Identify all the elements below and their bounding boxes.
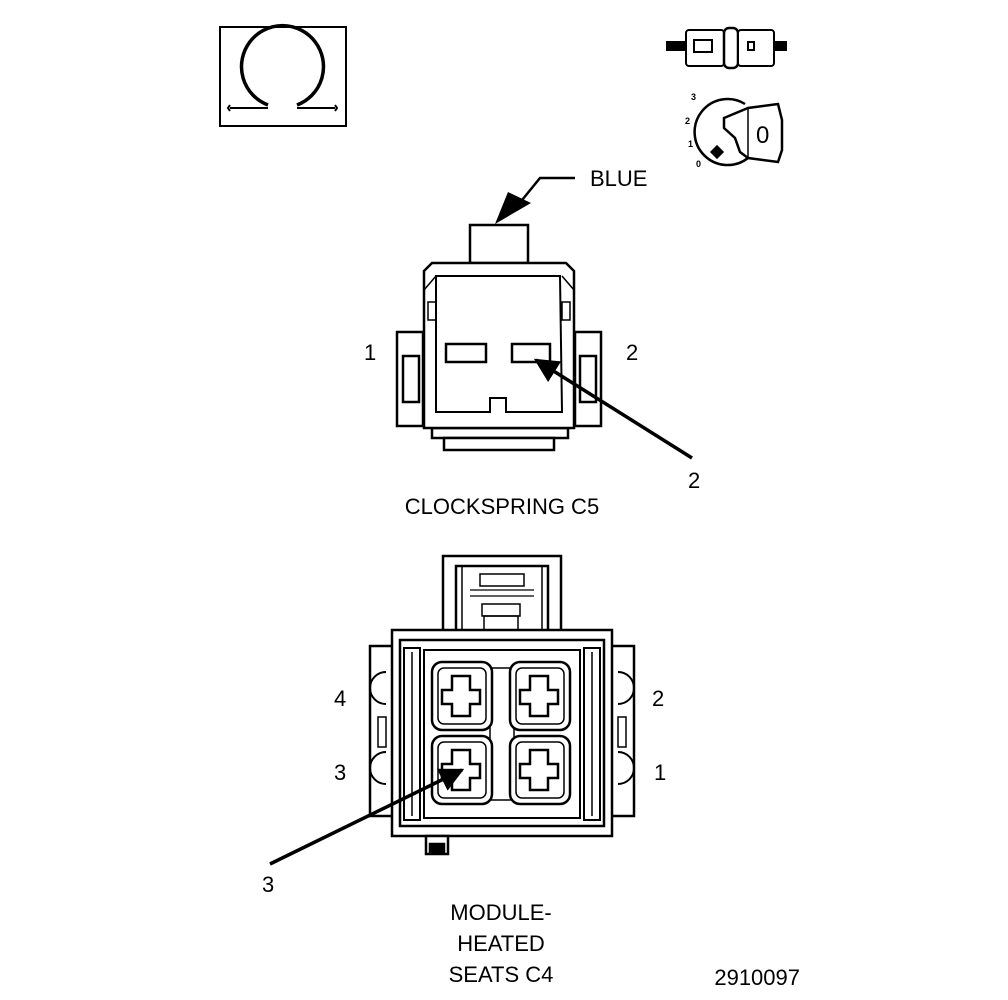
module-pin-4-label: 4	[334, 686, 346, 711]
pin-3-callout-arrow	[269, 768, 465, 866]
module-caption-line-2: HEATED	[457, 931, 545, 956]
module-pin-1-label: 1	[654, 760, 666, 785]
cavity-pin-2	[508, 660, 572, 732]
key-position-1: 1	[688, 139, 693, 149]
ignition-key-icon: 0 3 2 1 0	[685, 92, 784, 169]
connector-probe-icon	[666, 26, 787, 70]
module-callout-label: 3	[262, 872, 274, 897]
clockspring-caption: CLOCKSPRING C5	[405, 494, 599, 519]
clockspring-pin-2-label: 2	[626, 340, 638, 365]
wire-color-label: BLUE	[590, 166, 647, 191]
module-pin-3-label: 3	[334, 760, 346, 785]
heated-seats-connector	[368, 554, 636, 856]
cavity-pin-1	[508, 734, 572, 806]
module-caption-line-3: SEATS C4	[449, 962, 554, 987]
clockspring-callout-label: 2	[688, 468, 700, 493]
module-caption-line-1: MODULE-	[450, 900, 551, 925]
key-position-0: 0	[696, 159, 701, 169]
clockspring-connector	[395, 176, 693, 460]
cavity-pin-4	[430, 660, 494, 732]
key-label: 0	[756, 122, 769, 149]
clockspring-pin-1-label: 1	[364, 340, 376, 365]
key-position-2: 2	[685, 116, 690, 126]
module-pin-2-label: 2	[652, 686, 664, 711]
figure-number: 2910097	[714, 965, 800, 990]
ohm-symbol-icon	[219, 23, 347, 127]
key-position-3: 3	[691, 92, 696, 102]
